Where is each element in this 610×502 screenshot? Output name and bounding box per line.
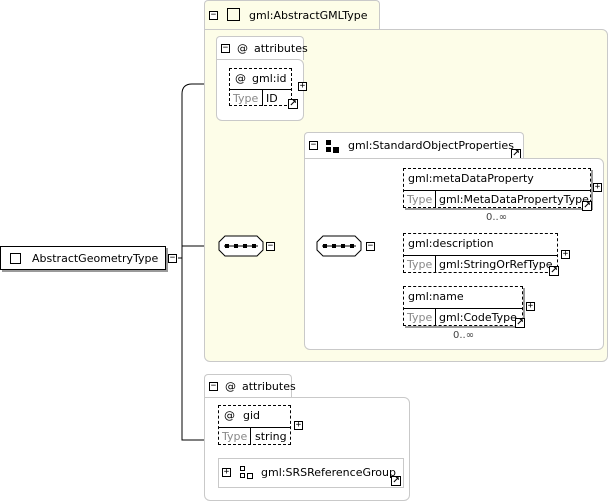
type-key: Type [407, 193, 433, 206]
sequence-compositor-icon[interactable] [218, 235, 264, 257]
attribute-gml-id[interactable]: @ gml:id Type ID [229, 68, 292, 106]
attributes-label: attributes [242, 380, 296, 393]
sequence-collapse-toggle[interactable]: − [366, 241, 375, 251]
link-icon[interactable]: ↗ [515, 318, 525, 328]
attributes-tab: − @ attributes [204, 374, 296, 398]
group-collapse-toggle[interactable]: − [309, 140, 318, 150]
element-expand-toggle[interactable]: + [593, 182, 602, 192]
attributes-collapse-toggle[interactable]: − [221, 43, 230, 53]
attribute-icon: @ [235, 72, 246, 85]
type-key: Type [222, 430, 248, 443]
element-description[interactable]: gml:description Type gml:StringOrRefType [403, 233, 558, 273]
element-expand-toggle[interactable]: + [561, 249, 570, 259]
attribute-icon: @ [225, 380, 236, 393]
element-name: gml:description [408, 237, 494, 250]
attribute-name: gml:id [252, 72, 287, 85]
group-tab: − gml:StandardObjectProperties ↗ [304, 132, 524, 159]
type-value: ID [266, 92, 278, 105]
attribute-gml-id-expand-toggle[interactable]: + [298, 81, 307, 91]
element-name-gml[interactable]: gml:name Type gml:CodeType [403, 286, 523, 326]
complex-type-icon [10, 253, 21, 264]
type-value: gml:StringOrRefType [439, 258, 553, 271]
attribute-icon: @ [224, 409, 235, 422]
attributes-label: attributes [254, 42, 308, 55]
base-type-collapse-toggle[interactable]: − [209, 10, 218, 20]
link-icon[interactable]: ↗ [391, 476, 401, 486]
element-name: gml:name [408, 290, 464, 303]
type-value: gml:MetaDataPropertyType [439, 193, 589, 206]
complex-type-icon [227, 8, 240, 21]
base-type-tab: − gml:AbstractGMLType [204, 0, 380, 30]
link-icon[interactable]: ↗ [549, 266, 559, 276]
link-icon[interactable]: ↗ [582, 201, 592, 211]
root-collapse-toggle[interactable]: − [168, 253, 177, 263]
type-value: gml:CodeType [439, 311, 517, 324]
attribute-group-expand-toggle[interactable]: + [222, 467, 231, 477]
base-type-label: gml:AbstractGMLType [249, 9, 368, 22]
type-value: string [255, 430, 287, 443]
group-icon [326, 140, 339, 153]
sequence-compositor-icon[interactable] [316, 235, 362, 257]
element-expand-toggle[interactable]: + [526, 301, 535, 311]
attribute-icon: @ [237, 42, 248, 55]
root-element-abstract-geometry-type[interactable]: AbstractGeometryType [0, 246, 166, 270]
attribute-name: gid [243, 409, 261, 422]
attribute-gid-expand-toggle[interactable]: + [294, 420, 303, 430]
element-metadata-property[interactable]: gml:metaDataProperty Type gml:MetaDataPr… [403, 168, 591, 208]
type-key: Type [407, 258, 433, 271]
attribute-group-label: gml:SRSReferenceGroup [261, 466, 396, 479]
occurrence-label: 0..∞ [486, 212, 508, 223]
type-key: Type [407, 311, 433, 324]
element-name: gml:metaDataProperty [408, 172, 534, 185]
root-element-label: AbstractGeometryType [32, 252, 159, 265]
link-icon[interactable]: ↗ [288, 99, 298, 109]
occurrence-label: 0..∞ [453, 330, 475, 341]
attributes-collapse-toggle[interactable]: − [209, 381, 218, 391]
type-key: Type [233, 92, 259, 105]
group-label: gml:StandardObjectProperties [348, 139, 514, 152]
attribute-group-icon [240, 466, 253, 479]
attribute-group-srs-reference[interactable]: + gml:SRSReferenceGroup ↗ [218, 458, 404, 488]
attribute-gid[interactable]: @ gid Type string [218, 405, 291, 445]
sequence-collapse-toggle[interactable]: − [266, 241, 275, 251]
attributes-tab: − @ attributes [216, 36, 308, 60]
